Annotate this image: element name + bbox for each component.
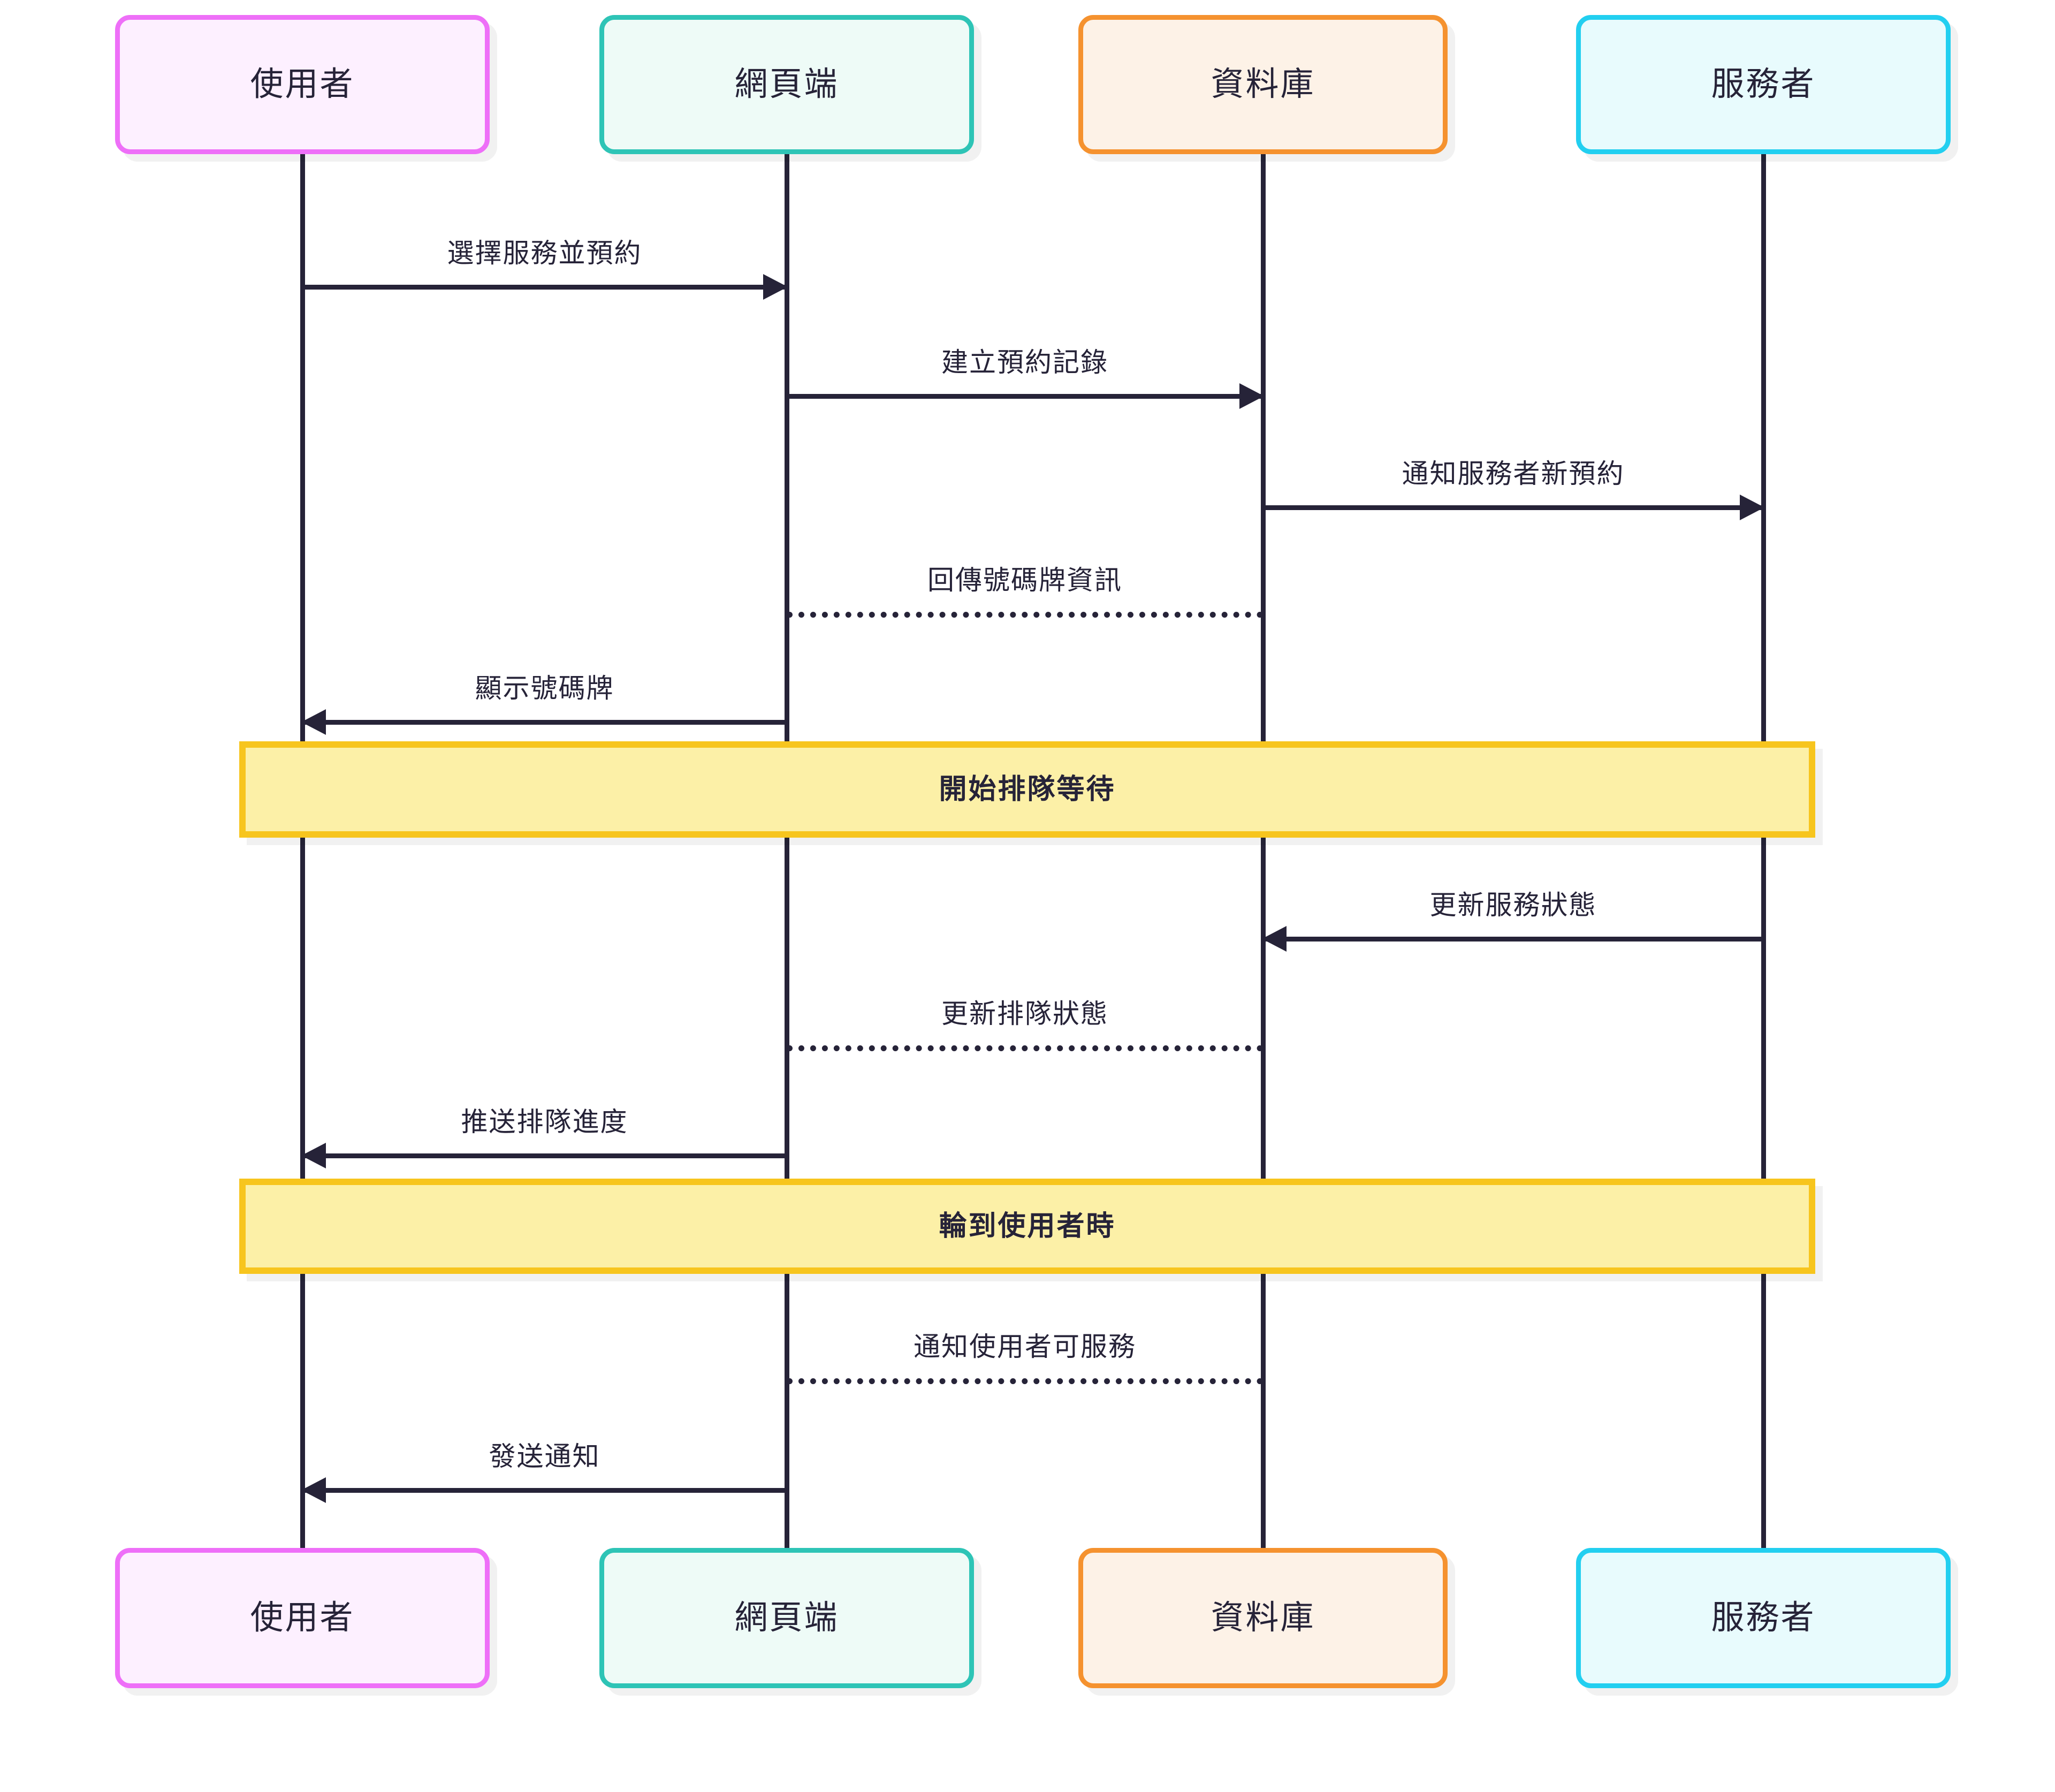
note-label: 輪到使用者時 xyxy=(939,1211,1116,1242)
lifeline-provider xyxy=(1761,154,1766,1548)
message-label: 更新服務狀態 xyxy=(1429,890,1597,920)
arrowhead-left-icon xyxy=(301,1477,326,1503)
participant-web-footer[interactable]: 網頁端 xyxy=(599,1548,974,1688)
note-start-queue-waiting: 開始排隊等待 xyxy=(239,741,1815,838)
arrowhead-left-icon xyxy=(301,1143,326,1168)
message-line-dashed xyxy=(787,612,1263,618)
participant-label: 網頁端 xyxy=(734,1599,839,1636)
message-line xyxy=(302,285,787,290)
message-label: 選擇服務並預約 xyxy=(447,238,642,268)
message-line-dashed xyxy=(787,1045,1263,1051)
arrowhead-right-icon xyxy=(763,274,788,300)
arrowhead-left-icon xyxy=(301,709,326,735)
message-label: 建立預約記錄 xyxy=(941,347,1108,377)
arrowhead-left-icon xyxy=(1262,926,1287,952)
participant-provider-footer[interactable]: 服務者 xyxy=(1576,1548,1951,1688)
message-line xyxy=(302,1153,787,1158)
message-label: 更新排隊狀態 xyxy=(941,999,1108,1029)
lifeline-user xyxy=(300,154,305,1548)
message-label: 通知使用者可服務 xyxy=(914,1332,1136,1362)
participant-database-header[interactable]: 資料庫 xyxy=(1078,15,1448,154)
participant-label: 服務者 xyxy=(1711,66,1816,103)
message-label: 發送通知 xyxy=(489,1441,600,1471)
message-line xyxy=(787,394,1263,399)
participant-user-header[interactable]: 使用者 xyxy=(115,15,490,154)
message-line xyxy=(1263,937,1763,941)
participant-label: 使用者 xyxy=(250,66,355,103)
participant-database-footer[interactable]: 資料庫 xyxy=(1078,1548,1448,1688)
lifeline-web xyxy=(785,154,789,1548)
participant-label: 使用者 xyxy=(250,1599,355,1636)
participant-web-header[interactable]: 網頁端 xyxy=(599,15,974,154)
arrowhead-right-icon xyxy=(1239,383,1264,409)
message-label: 回傳號碼牌資訊 xyxy=(927,565,1122,595)
message-line xyxy=(1263,505,1763,510)
arrowhead-right-icon xyxy=(1740,495,1764,520)
participant-user-footer[interactable]: 使用者 xyxy=(115,1548,490,1688)
participant-label: 服務者 xyxy=(1711,1599,1816,1636)
lifeline-database xyxy=(1261,154,1266,1548)
participant-label: 網頁端 xyxy=(734,66,839,103)
message-label: 推送排隊進度 xyxy=(461,1107,628,1137)
message-label: 通知服務者新預約 xyxy=(1402,459,1625,489)
message-line xyxy=(302,1488,787,1493)
message-line-dashed xyxy=(787,1378,1263,1384)
participant-label: 資料庫 xyxy=(1211,1599,1315,1636)
note-label: 開始排隊等待 xyxy=(939,774,1116,805)
message-line xyxy=(302,720,787,725)
participant-label: 資料庫 xyxy=(1211,66,1315,103)
note-users-turn: 輪到使用者時 xyxy=(239,1179,1815,1274)
message-label: 顯示號碼牌 xyxy=(475,673,614,703)
participant-provider-header[interactable]: 服務者 xyxy=(1576,15,1951,154)
